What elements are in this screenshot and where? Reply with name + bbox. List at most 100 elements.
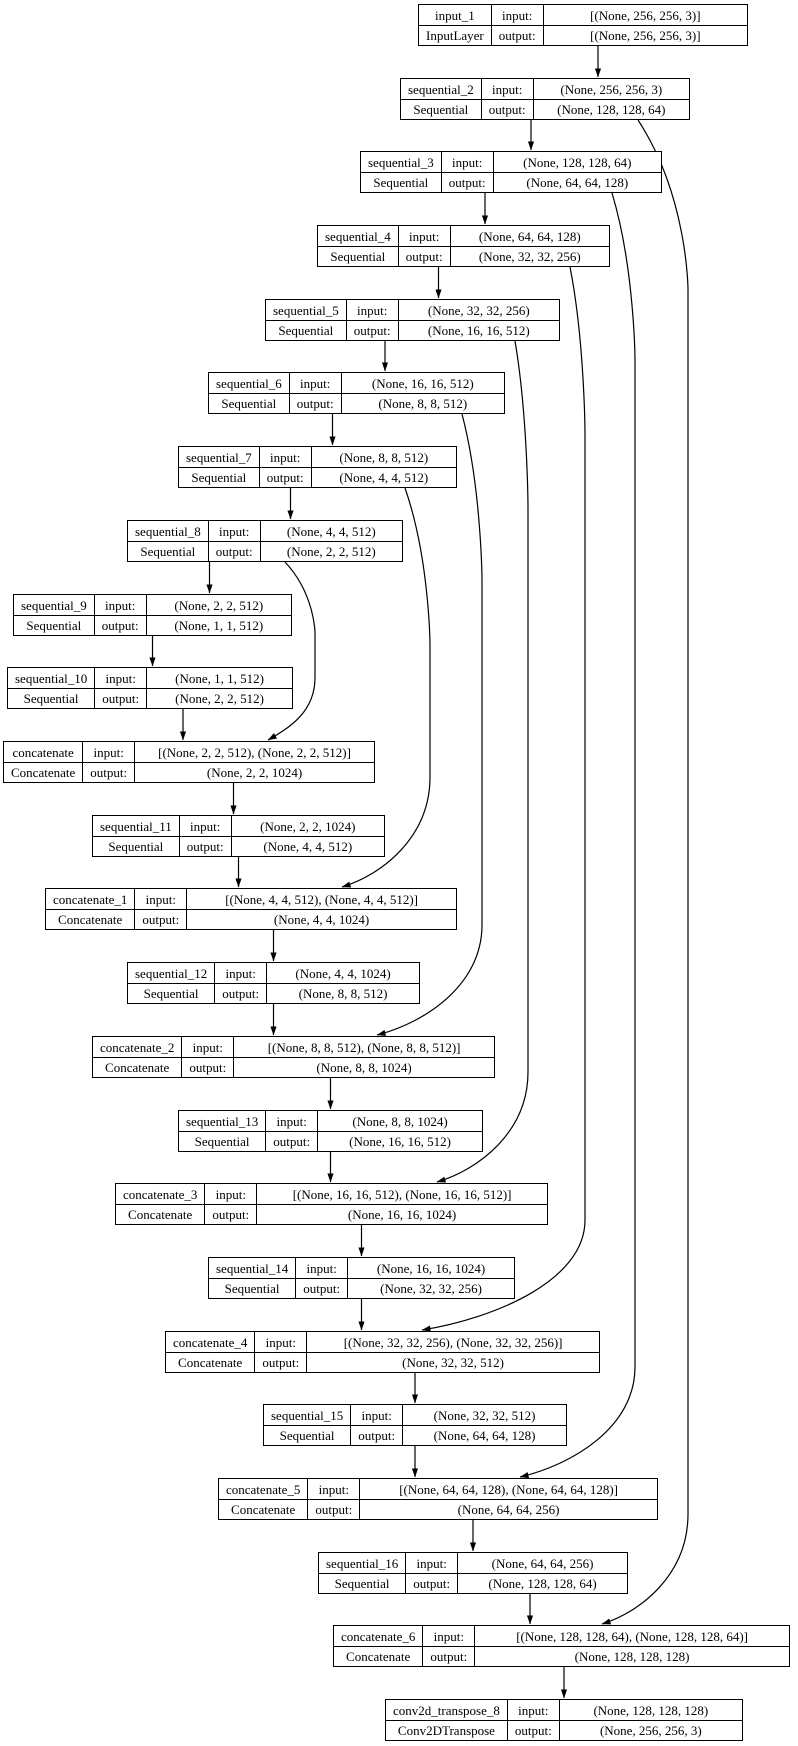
output-label: output:: [506, 1720, 559, 1740]
input-shape: (None, 8, 8, 512): [310, 447, 456, 467]
layer-type: Concatenate: [46, 909, 135, 929]
layer-type: Sequential: [361, 172, 441, 192]
layer-type: Concatenate: [334, 1646, 423, 1666]
output-shape: (None, 4, 4, 512): [230, 836, 384, 856]
graph-node-sequential_12: sequential_12 Sequential input: output: …: [127, 962, 420, 1004]
graph-node-sequential_4: sequential_4 Sequential input: output: (…: [317, 225, 610, 267]
graph-node-conv2d_transpose_8: conv2d_transpose_8 Conv2DTranspose input…: [385, 1699, 743, 1741]
layer-name: concatenate_5: [226, 1481, 301, 1497]
graph-node-sequential_8: sequential_8 Sequential input: output: (…: [127, 520, 403, 562]
layer-name: concatenate_4: [173, 1334, 248, 1350]
output-label: output:: [440, 172, 493, 192]
input-label: input:: [480, 79, 533, 99]
layer-name: sequential_6: [216, 375, 282, 391]
output-label: output:: [397, 246, 450, 266]
graph-node-sequential_14: sequential_14 Sequential input: output: …: [208, 1257, 515, 1299]
input-label: input:: [405, 1553, 457, 1573]
layer-type: Concatenate: [166, 1352, 255, 1372]
edge-sequential_6-to-concatenate_2: [376, 413, 483, 1036]
output-shape: (None, 32, 32, 256): [347, 1278, 514, 1298]
layer-name: sequential_13: [186, 1113, 259, 1129]
input-label: input:: [134, 889, 186, 909]
layer-type: Sequential: [209, 1278, 296, 1298]
layer-type: Sequential: [266, 320, 346, 340]
output-label: output:: [204, 1204, 257, 1224]
input-shape: (None, 128, 128, 128): [558, 1700, 742, 1720]
layer-name: sequential_8: [135, 523, 201, 539]
layer-name: sequential_15: [271, 1407, 344, 1423]
input-label: input:: [422, 1626, 474, 1646]
layer-name: sequential_5: [273, 302, 339, 318]
layer-type: Conv2DTranspose: [386, 1720, 507, 1740]
output-label: output:: [94, 688, 147, 708]
output-label: output:: [214, 983, 267, 1003]
output-shape: (None, 8, 8, 1024): [233, 1057, 494, 1077]
input-shape: [(None, 128, 128, 64), (None, 128, 128, …: [474, 1626, 789, 1646]
layer-name: conv2d_transpose_8: [393, 1702, 500, 1718]
input-shape: (None, 2, 2, 512): [145, 595, 291, 615]
graph-node-sequential_2: sequential_2 Sequential input: output: (…: [400, 78, 690, 120]
graph-node-concatenate_2: concatenate_2 Concatenate input: output:…: [92, 1036, 495, 1078]
output-label: output:: [134, 909, 187, 929]
input-label: input:: [288, 373, 341, 393]
input-shape: (None, 64, 64, 256): [457, 1553, 627, 1573]
input-shape: [(None, 2, 2, 512), (None, 2, 2, 512)]: [134, 742, 374, 762]
layer-type: Sequential: [318, 246, 398, 266]
output-shape: (None, 64, 64, 128): [492, 172, 661, 192]
output-shape: (None, 8, 8, 512): [266, 983, 419, 1003]
output-shape: (None, 16, 16, 512): [397, 320, 559, 340]
input-label: input:: [258, 447, 311, 467]
input-label: input:: [94, 668, 146, 688]
output-shape: (None, 4, 4, 1024): [186, 909, 456, 929]
edge-sequential_8-to-concatenate: [267, 561, 316, 741]
output-label: output:: [258, 467, 311, 487]
layer-type: Sequential: [8, 688, 95, 708]
graph-node-concatenate: concatenate Concatenate input: output: […: [3, 741, 375, 783]
layer-name: sequential_3: [368, 154, 434, 170]
input-shape: [(None, 8, 8, 512), (None, 8, 8, 512)]: [233, 1037, 494, 1057]
output-shape: (None, 128, 128, 64): [532, 99, 689, 119]
layer-type: Concatenate: [219, 1499, 308, 1519]
output-label: output:: [178, 836, 231, 856]
layer-name: sequential_2: [408, 81, 474, 97]
layer-type: Sequential: [93, 836, 179, 856]
input-shape: [(None, 256, 256, 3)]: [542, 5, 747, 25]
layer-name: input_1: [435, 7, 475, 23]
input-shape: (None, 128, 128, 64): [492, 152, 661, 172]
graph-node-sequential_3: sequential_3 Sequential input: output: (…: [360, 151, 662, 193]
input-label: input:: [214, 963, 266, 983]
output-label: output:: [207, 541, 260, 561]
layer-type: Sequential: [179, 467, 259, 487]
output-shape: (None, 16, 16, 1024): [256, 1204, 547, 1224]
graph-node-sequential_16: sequential_16 Sequential input: output: …: [318, 1552, 628, 1594]
input-label: input:: [207, 521, 260, 541]
graph-node-concatenate_1: concatenate_1 Concatenate input: output:…: [45, 888, 457, 930]
input-shape: (None, 32, 32, 256): [397, 300, 559, 320]
graph-node-sequential_5: sequential_5 Sequential input: output: (…: [265, 299, 560, 341]
graph-node-concatenate_3: concatenate_3 Concatenate input: output:…: [115, 1183, 548, 1225]
output-shape: (None, 32, 32, 512): [306, 1352, 599, 1372]
layer-type: Sequential: [319, 1573, 406, 1593]
input-shape: (None, 16, 16, 1024): [347, 1258, 514, 1278]
input-label: input:: [345, 300, 398, 320]
input-shape: (None, 16, 16, 512): [340, 373, 504, 393]
input-label: input:: [93, 595, 146, 615]
input-shape: [(None, 32, 32, 256), (None, 32, 32, 256…: [306, 1332, 599, 1352]
graph-node-input_1: input_1 InputLayer input: output: [(None…: [418, 4, 748, 46]
output-shape: (None, 128, 128, 128): [474, 1646, 789, 1666]
input-shape: (None, 4, 4, 512): [259, 521, 402, 541]
input-shape: (None, 4, 4, 1024): [266, 963, 419, 983]
output-label: output:: [345, 320, 398, 340]
layer-type: Sequential: [209, 393, 289, 413]
input-label: input:: [295, 1258, 347, 1278]
graph-node-sequential_7: sequential_7 Sequential input: output: (…: [178, 446, 457, 488]
layer-name: concatenate: [12, 744, 74, 760]
layer-name: sequential_9: [21, 597, 87, 613]
graph-node-sequential_13: sequential_13 Sequential input: output: …: [178, 1110, 483, 1152]
layer-name: sequential_4: [325, 228, 391, 244]
input-shape: (None, 32, 32, 512): [402, 1405, 566, 1425]
input-label: input:: [181, 1037, 233, 1057]
layer-name: sequential_14: [216, 1260, 289, 1276]
input-shape: [(None, 64, 64, 128), (None, 64, 64, 128…: [359, 1479, 657, 1499]
output-shape: [(None, 256, 256, 3)]: [542, 25, 747, 45]
